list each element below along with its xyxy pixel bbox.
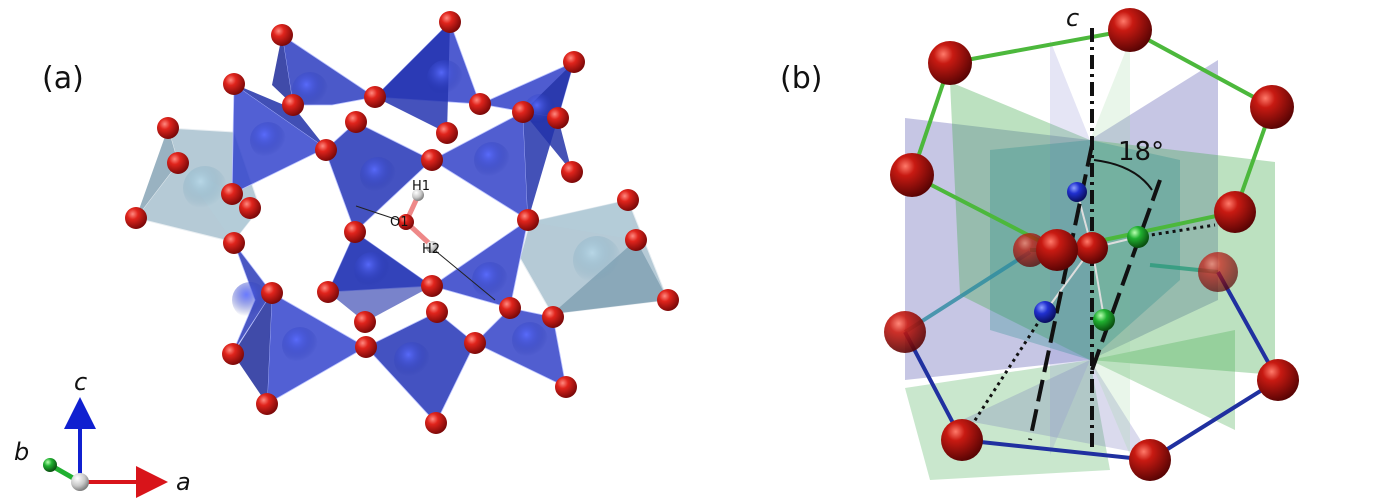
octahedron-right <box>519 199 669 315</box>
green-plane-upper-left <box>950 82 1090 360</box>
green-atom-lower <box>1093 309 1115 331</box>
axis-b-label: b <box>14 438 29 466</box>
axis-c-label: c <box>74 368 87 396</box>
hydrogen-h1-atom <box>412 189 424 201</box>
interior-atoms <box>1034 182 1149 331</box>
atom-label-h1: H1 <box>412 179 430 194</box>
axis-a-label: a <box>176 468 191 496</box>
atom-label-h2: H2 <box>422 242 440 257</box>
hydrogen-h2-atom <box>426 241 438 253</box>
panel-b: (b) <box>780 4 1299 481</box>
axis-b-marker <box>43 458 57 472</box>
green-atom-right <box>1127 226 1149 248</box>
blue-atom-lower <box>1034 301 1056 323</box>
center-atom <box>1076 232 1108 264</box>
angle-arc <box>1093 159 1153 191</box>
frame-atoms <box>884 8 1299 481</box>
c-axis-label: c <box>1066 4 1079 32</box>
tetrahedra <box>231 21 575 424</box>
panel-a-label: (a) <box>42 61 84 96</box>
tilted-axis-right <box>1090 179 1162 371</box>
oxygen-atoms <box>125 11 679 434</box>
blue-atom-upper <box>1067 182 1087 202</box>
water-molecule: H1 O1 H2 <box>355 179 496 301</box>
panel-b-label: (b) <box>780 61 822 96</box>
octahedron-left <box>135 127 261 243</box>
axes-triad: c b a <box>14 368 191 498</box>
angle-label: 18° <box>1118 137 1164 167</box>
panel-a: (a) <box>14 11 679 498</box>
axes-origin <box>71 473 89 491</box>
oxygen-o1-atom <box>398 214 414 230</box>
atom-label-o1: O1 <box>390 215 409 230</box>
